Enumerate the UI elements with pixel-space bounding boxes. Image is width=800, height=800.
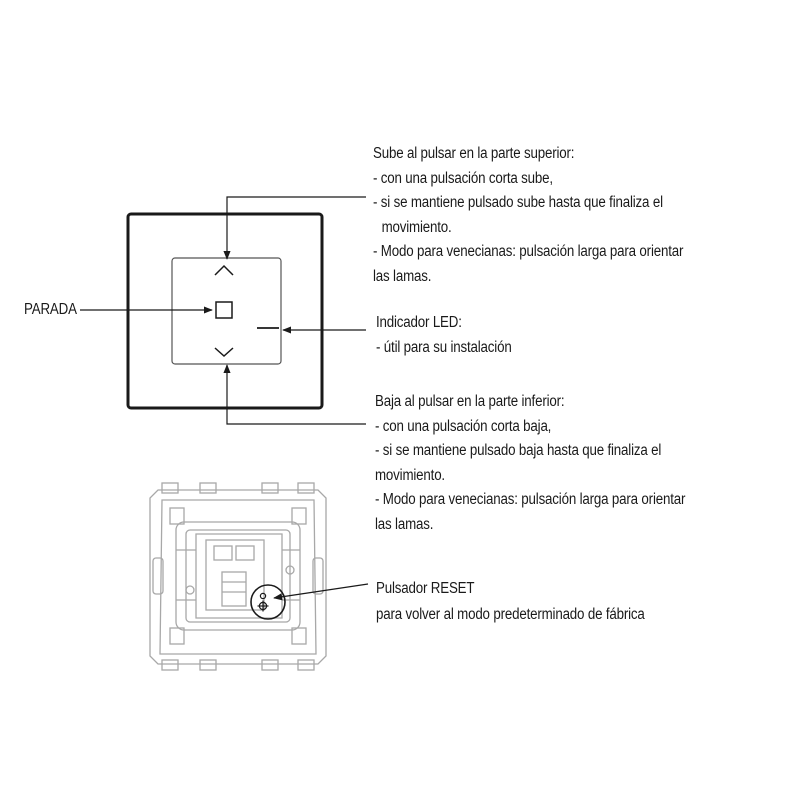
up-line: movimiento.: [381, 218, 452, 236]
reset-line: para volver al modo predeterminado de fá…: [376, 606, 645, 623]
up-line: - si se mantiene pulsado sube hasta que …: [373, 194, 663, 211]
reset-description: Pulsador RESET para volver al modo prede…: [376, 576, 645, 628]
up-leader: [223, 196, 366, 260]
switch-key[interactable]: [171, 257, 282, 365]
down-description: Baja al pulsar en la parte inferior: - c…: [375, 390, 685, 537]
down-line: - con una pulsación corta baja,: [375, 417, 552, 435]
down-line: - Modo para venecianas: pulsación larga …: [375, 491, 686, 508]
down-line: movimiento.: [375, 466, 445, 484]
up-line: las lamas.: [373, 267, 432, 285]
reset-title: Pulsador RESET: [376, 580, 475, 597]
down-line: las lamas.: [375, 515, 434, 533]
reset-leader: [273, 583, 369, 601]
up-line: - con una pulsación corta sube,: [373, 169, 553, 187]
up-description: Sube al pulsar en la parte superior: - c…: [373, 142, 683, 289]
reset-circle: [250, 584, 286, 620]
up-line: - Modo para venecianas: pulsación larga …: [373, 243, 684, 260]
led-description: Indicador LED: - útil para su instalació…: [376, 311, 512, 360]
down-line: - si se mantiene pulsado baja hasta que …: [375, 442, 662, 459]
mechanism-drawing: [149, 482, 327, 671]
parada-label: PARADA: [24, 301, 77, 318]
chevron-down-icon: [214, 347, 234, 358]
reset-gear-icon[interactable]: [257, 592, 269, 612]
led-line: - útil para su instalación: [376, 338, 512, 356]
chevron-up-icon: [214, 264, 234, 276]
down-leader: [223, 364, 366, 425]
down-title: Baja al pulsar en la parte inferior:: [375, 393, 565, 410]
up-title: Sube al pulsar en la parte superior:: [373, 145, 575, 162]
led-title: Indicador LED:: [376, 314, 462, 331]
stop-square-icon: [215, 301, 233, 319]
